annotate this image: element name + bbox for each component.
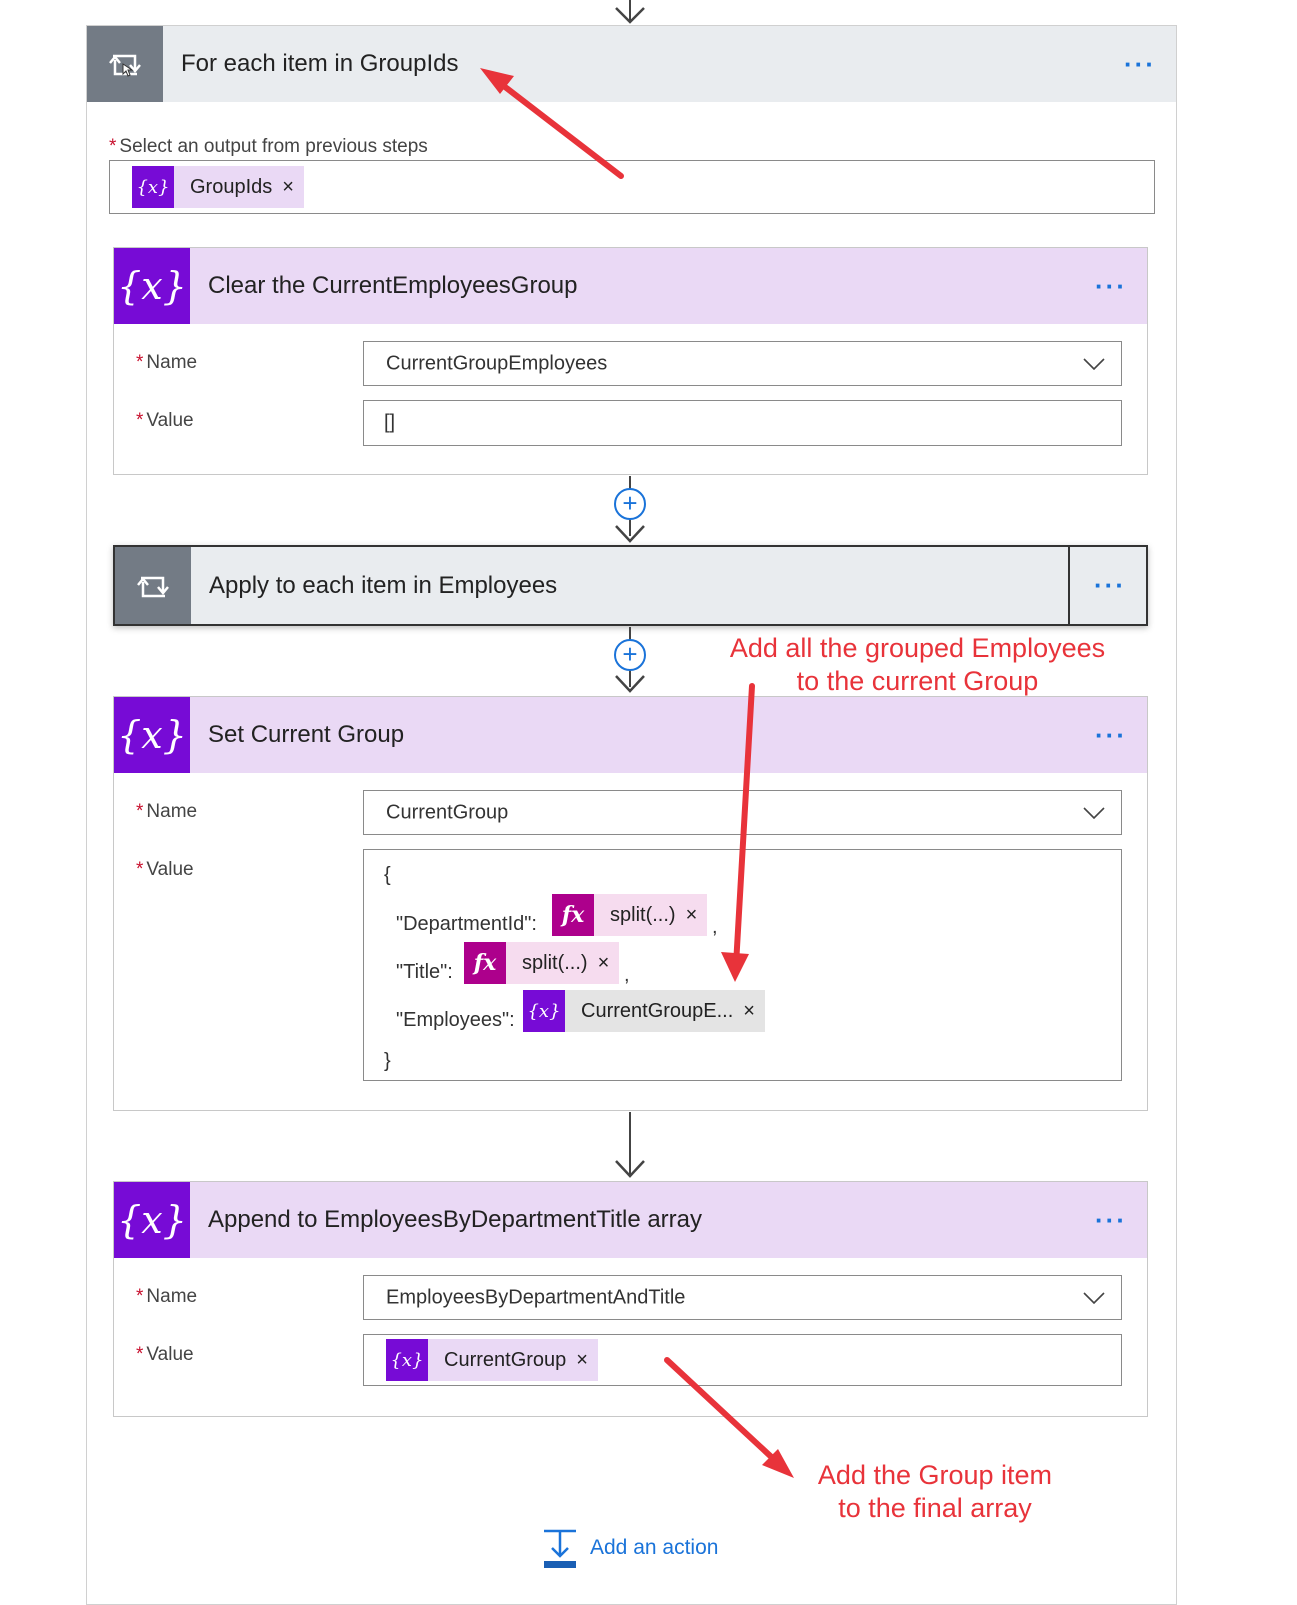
add-action-label: Add an action (590, 1536, 719, 1559)
fx-icon: fx (464, 942, 506, 984)
close-brace: } (384, 1050, 391, 1072)
chevron-down-icon (1083, 806, 1105, 819)
open-brace: { (384, 864, 391, 886)
title-key: "Title": (396, 961, 453, 983)
set-card-title: Set Current Group (208, 721, 405, 748)
for-each-title: For each item in GroupIds (181, 50, 459, 77)
arrow-down-icon (615, 525, 645, 543)
groupids-token[interactable]: {x} GroupIds × (132, 166, 304, 208)
remove-token-icon[interactable]: × (685, 903, 698, 926)
arrow-down-icon (615, 1160, 645, 1178)
set-name-label: *Name (136, 801, 198, 822)
variable-icon: {x} (132, 166, 174, 208)
clear-name-dropdown[interactable]: CurrentGroupEmployees (363, 341, 1122, 386)
select-output-input[interactable]: {x} GroupIds × (109, 160, 1155, 214)
apply-to-each-employees-loop[interactable]: Apply to each item in Employees ··· (113, 545, 1148, 626)
variable-icon: {x} (114, 697, 190, 773)
for-each-menu-button[interactable]: ··· (1124, 48, 1156, 79)
set-current-group-card: {x} Set Current Group ··· *Name CurrentG… (113, 696, 1148, 1111)
chevron-down-icon (1083, 357, 1105, 370)
remove-token-icon[interactable]: × (576, 1348, 588, 1371)
add-action-icon (544, 1529, 576, 1568)
remove-token-icon[interactable]: × (597, 951, 610, 974)
departmentid-expression-token[interactable]: fx split(...) × (552, 894, 708, 936)
top-connector-arrow (615, 0, 645, 24)
clear-card-menu-button[interactable]: ··· (1095, 270, 1127, 301)
chevron-down-icon (1083, 1291, 1105, 1304)
apply-loop-menu-button[interactable]: ··· (1094, 570, 1126, 600)
apply-loop-title: Apply to each item in Employees (209, 571, 558, 599)
annotation-final-array: Add the Group item to the final array (817, 1460, 1053, 1523)
clear-card-title: Clear the CurrentEmployeesGroup (208, 272, 578, 299)
employees-variable-token[interactable]: {x} CurrentGroupE... × (523, 990, 765, 1032)
set-card-header[interactable]: {x} Set Current Group ··· (114, 697, 1147, 773)
clear-value-input[interactable]: [] (363, 400, 1122, 446)
comma: , (624, 964, 630, 986)
variable-icon: {x} (523, 990, 565, 1032)
loop-icon (87, 26, 163, 102)
departmentid-key: "DepartmentId": (396, 913, 537, 935)
currentgroup-token[interactable]: {x} CurrentGroup × (386, 1339, 598, 1381)
clear-card-header[interactable]: {x} Clear the CurrentEmployeesGroup ··· (114, 248, 1147, 324)
append-card-header[interactable]: {x} Append to EmployeesByDepartmentTitle… (114, 1182, 1147, 1258)
fx-icon: fx (552, 894, 594, 936)
remove-token-icon[interactable]: × (743, 999, 755, 1022)
arrow-down-icon (615, 675, 645, 693)
variable-icon: {x} (114, 248, 190, 324)
for-each-header[interactable]: For each item in GroupIds ··· (87, 26, 1176, 102)
loop-icon (115, 547, 191, 624)
title-expression-token[interactable]: fx split(...) × (464, 942, 620, 984)
employees-key: "Employees": (396, 1009, 515, 1031)
add-action-button[interactable]: Add an action (542, 1528, 718, 1568)
set-name-dropdown[interactable]: CurrentGroup (363, 790, 1122, 835)
comma: , (712, 916, 718, 938)
annotation-grouped-employees: Add all the grouped Employees to the cur… (729, 633, 1106, 696)
append-name-dropdown[interactable]: EmployeesByDepartmentAndTitle (363, 1275, 1122, 1320)
select-output-label: *Select an output from previous steps (109, 136, 428, 157)
clear-value-label: *Value (136, 410, 194, 431)
append-value-input[interactable]: {x} CurrentGroup × (363, 1334, 1122, 1386)
remove-token-icon[interactable]: × (282, 175, 294, 198)
clear-name-label: *Name (136, 352, 198, 373)
insert-step-button[interactable]: + (614, 488, 646, 520)
set-value-editor[interactable]: { "DepartmentId": fx split(...) × , "Tit… (363, 849, 1122, 1081)
append-card-menu-button[interactable]: ··· (1095, 1204, 1127, 1235)
variable-icon: {x} (386, 1339, 428, 1381)
append-name-label: *Name (136, 1286, 198, 1307)
connector-line (629, 1112, 631, 1174)
clear-current-employees-group-card: {x} Clear the CurrentEmployeesGroup ··· … (113, 247, 1148, 475)
set-card-menu-button[interactable]: ··· (1095, 719, 1127, 750)
variable-icon: {x} (114, 1182, 190, 1258)
insert-step-button[interactable]: + (614, 639, 646, 671)
append-value-label: *Value (136, 1344, 194, 1365)
append-card-title: Append to EmployeesByDepartmentTitle arr… (208, 1206, 703, 1233)
set-value-label: *Value (136, 859, 194, 880)
append-to-array-card: {x} Append to EmployeesByDepartmentTitle… (113, 1181, 1148, 1417)
